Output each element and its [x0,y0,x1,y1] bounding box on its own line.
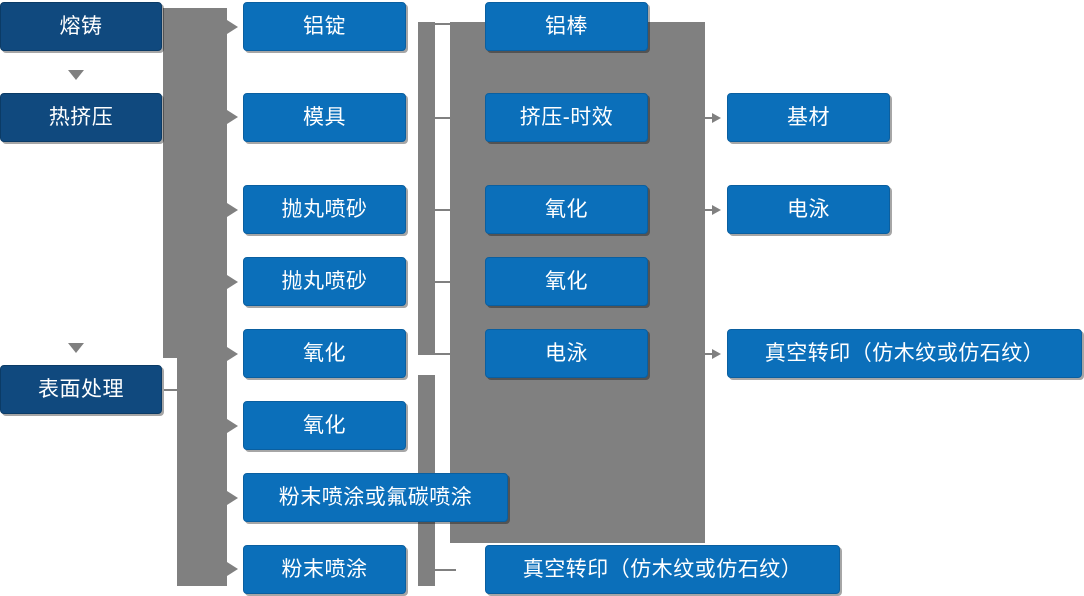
process-box-vacuum-transfer-printing-1[interactable]: 真空转印（仿木纹或仿石纹） [485,545,840,594]
process-label: 模具 [303,105,346,129]
process-box-oxidation-4[interactable]: 氧化 [485,257,648,306]
process-box-powder-coating[interactable]: 粉末喷涂 [243,545,406,594]
trunk-arrow-8 [227,562,238,576]
trunk-arrow-3 [227,203,238,217]
process-box-mold[interactable]: 模具 [243,93,406,142]
trunk-arrow-5 [227,347,238,361]
process-box-oxidation-2[interactable]: 氧化 [243,401,406,450]
process-box-oxidation-1[interactable]: 氧化 [243,329,406,378]
rail-tick-3 [430,209,456,211]
process-label: 氧化 [303,413,346,437]
grey-trunk-lower [177,358,227,586]
out-arrow-1 [712,113,721,123]
grey-rail-inner-upper [418,22,435,355]
process-box-electrophoresis-1[interactable]: 电泳 [485,329,648,378]
trunk-arrow-2 [227,110,238,124]
process-label: 挤压-时效 [519,105,614,129]
stage-down-arrow-2 [68,343,84,353]
process-box-shot-blasting-1[interactable]: 抛丸喷砂 [243,185,406,234]
output-label: 基材 [787,105,830,129]
out-line-3 [705,353,714,355]
stage-down-arrow-1 [68,70,84,80]
process-label: 抛丸喷砂 [281,269,368,293]
out-line-1 [705,117,714,119]
stage-label: 熔铸 [59,14,103,38]
stage-label: 热挤压 [48,105,114,129]
rail-tick-5 [430,353,456,355]
rail-tick-6 [430,569,456,571]
process-label: 铝锭 [303,14,346,38]
process-label: 抛丸喷砂 [281,197,368,221]
stage-box-melting-casting[interactable]: 熔铸 [0,2,162,51]
output-box-vacuum-transfer-printing-2[interactable]: 真空转印（仿木纹或仿石纹） [727,329,1082,378]
process-label: 氧化 [545,269,588,293]
process-label: 铝棒 [545,14,588,38]
process-box-shot-blasting-2[interactable]: 抛丸喷砂 [243,257,406,306]
process-box-oxidation-3[interactable]: 氧化 [485,185,648,234]
process-label: 粉末喷涂或氟碳喷涂 [278,485,473,509]
rail-tick-4 [430,281,456,283]
out-line-2 [705,209,714,211]
surface-treatment-connector [164,389,186,391]
trunk-arrow-6 [227,419,238,433]
process-label: 真空转印（仿木纹或仿石纹） [522,557,803,581]
output-box-substrate[interactable]: 基材 [727,93,890,142]
process-box-extrusion-aging[interactable]: 挤压-时效 [485,93,648,142]
grey-trunk-upper [163,8,227,358]
stage-label: 表面处理 [38,377,124,401]
process-label: 氧化 [303,341,346,365]
stage-box-hot-extrusion[interactable]: 热挤压 [0,93,162,142]
output-box-electrophoresis[interactable]: 电泳 [727,185,890,234]
rail-tick-1 [430,23,456,25]
process-label: 氧化 [545,197,588,221]
process-label: 电泳 [545,341,588,365]
out-arrow-3 [712,349,721,359]
rail-tick-2 [430,117,456,119]
process-box-powder-or-fluorocarbon-coating[interactable]: 粉末喷涂或氟碳喷涂 [243,473,508,522]
output-label: 电泳 [787,197,830,221]
out-arrow-2 [712,205,721,215]
process-box-aluminum-ingot[interactable]: 铝锭 [243,2,406,51]
stage-box-surface-treatment[interactable]: 表面处理 [0,365,162,414]
trunk-arrow-4 [227,275,238,289]
process-box-aluminum-rod[interactable]: 铝棒 [485,2,648,51]
trunk-arrow-7 [227,491,238,505]
output-label: 真空转印（仿木纹或仿石纹） [764,341,1045,365]
process-label: 粉末喷涂 [281,557,368,581]
trunk-arrow-1 [227,20,238,34]
